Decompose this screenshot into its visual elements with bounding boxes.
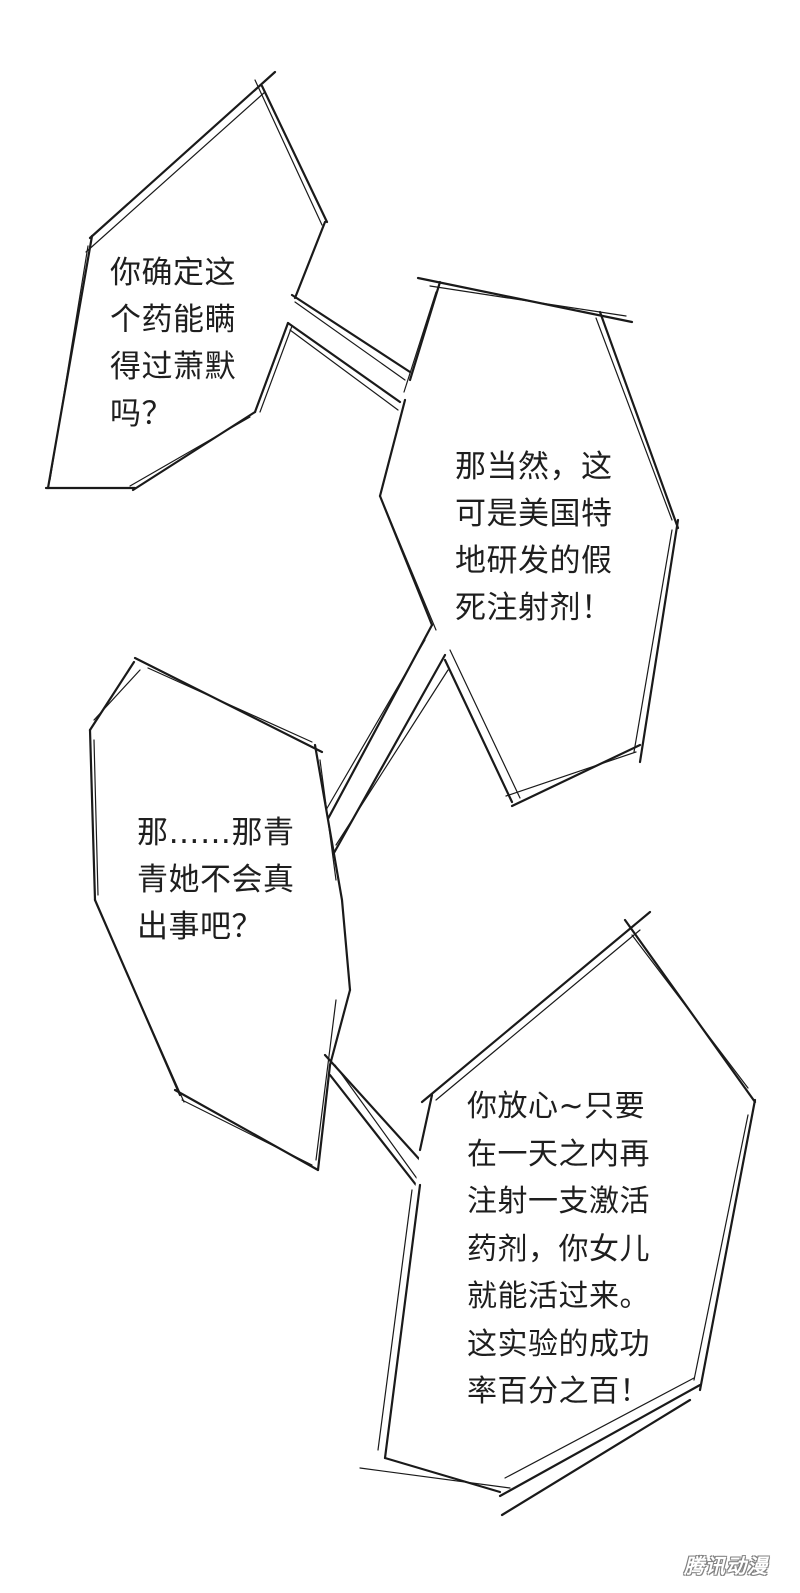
dialog-line: 青她不会真 [137, 862, 295, 898]
dialog-line: 得过萧默 [110, 349, 236, 385]
dialog-line: 注射一支激活 [467, 1184, 650, 1219]
dialog-line: 出事吧？ [137, 909, 263, 945]
dialog-line: 你放心~只要 [467, 1089, 646, 1124]
dialog-line: 死注射剂！ [455, 590, 613, 626]
dialog-line: 这实验的成功 [467, 1326, 650, 1362]
dialog-line: 在一天之内再 [467, 1136, 650, 1172]
dialog-line: 地研发的假 [455, 543, 613, 579]
dialog-line: 吗？ [110, 396, 173, 432]
speech-bubble-2-text: 那当然，这 可是美国特 地研发的假 死注射剂！ [455, 444, 613, 632]
dialog-line: 你确定这 [110, 255, 236, 291]
dialog-line: 可是美国特 [455, 496, 613, 532]
watermark-logo: 腾讯动漫 [684, 1554, 768, 1578]
speech-bubble-2-outline [320, 276, 680, 862]
speech-bubble-4-outline [359, 910, 757, 1517]
speech-bubble-3-outline [88, 656, 422, 1192]
dialog-line: 药剂，你女儿 [467, 1231, 650, 1267]
dialog-line: 那……那青 [137, 815, 295, 851]
speech-bubble-1-outline [44, 70, 412, 492]
dialog-line: 就能活过来。 [467, 1279, 650, 1314]
speech-bubble-4-text: 你放心~只要 在一天之内再 注射一支激活 药剂，你女儿 就能活过来。 这实验的成… [467, 1083, 650, 1416]
speech-bubble-1-text: 你确定这 个药能瞒 得过萧默 吗？ [110, 250, 236, 438]
dialog-line: 那当然，这 [455, 449, 613, 485]
dialog-line: 个药能瞒 [110, 302, 236, 338]
dialog-line: 率百分之百！ [467, 1374, 650, 1409]
speech-bubble-3-text: 那……那青 青她不会真 出事吧？ [137, 810, 295, 951]
